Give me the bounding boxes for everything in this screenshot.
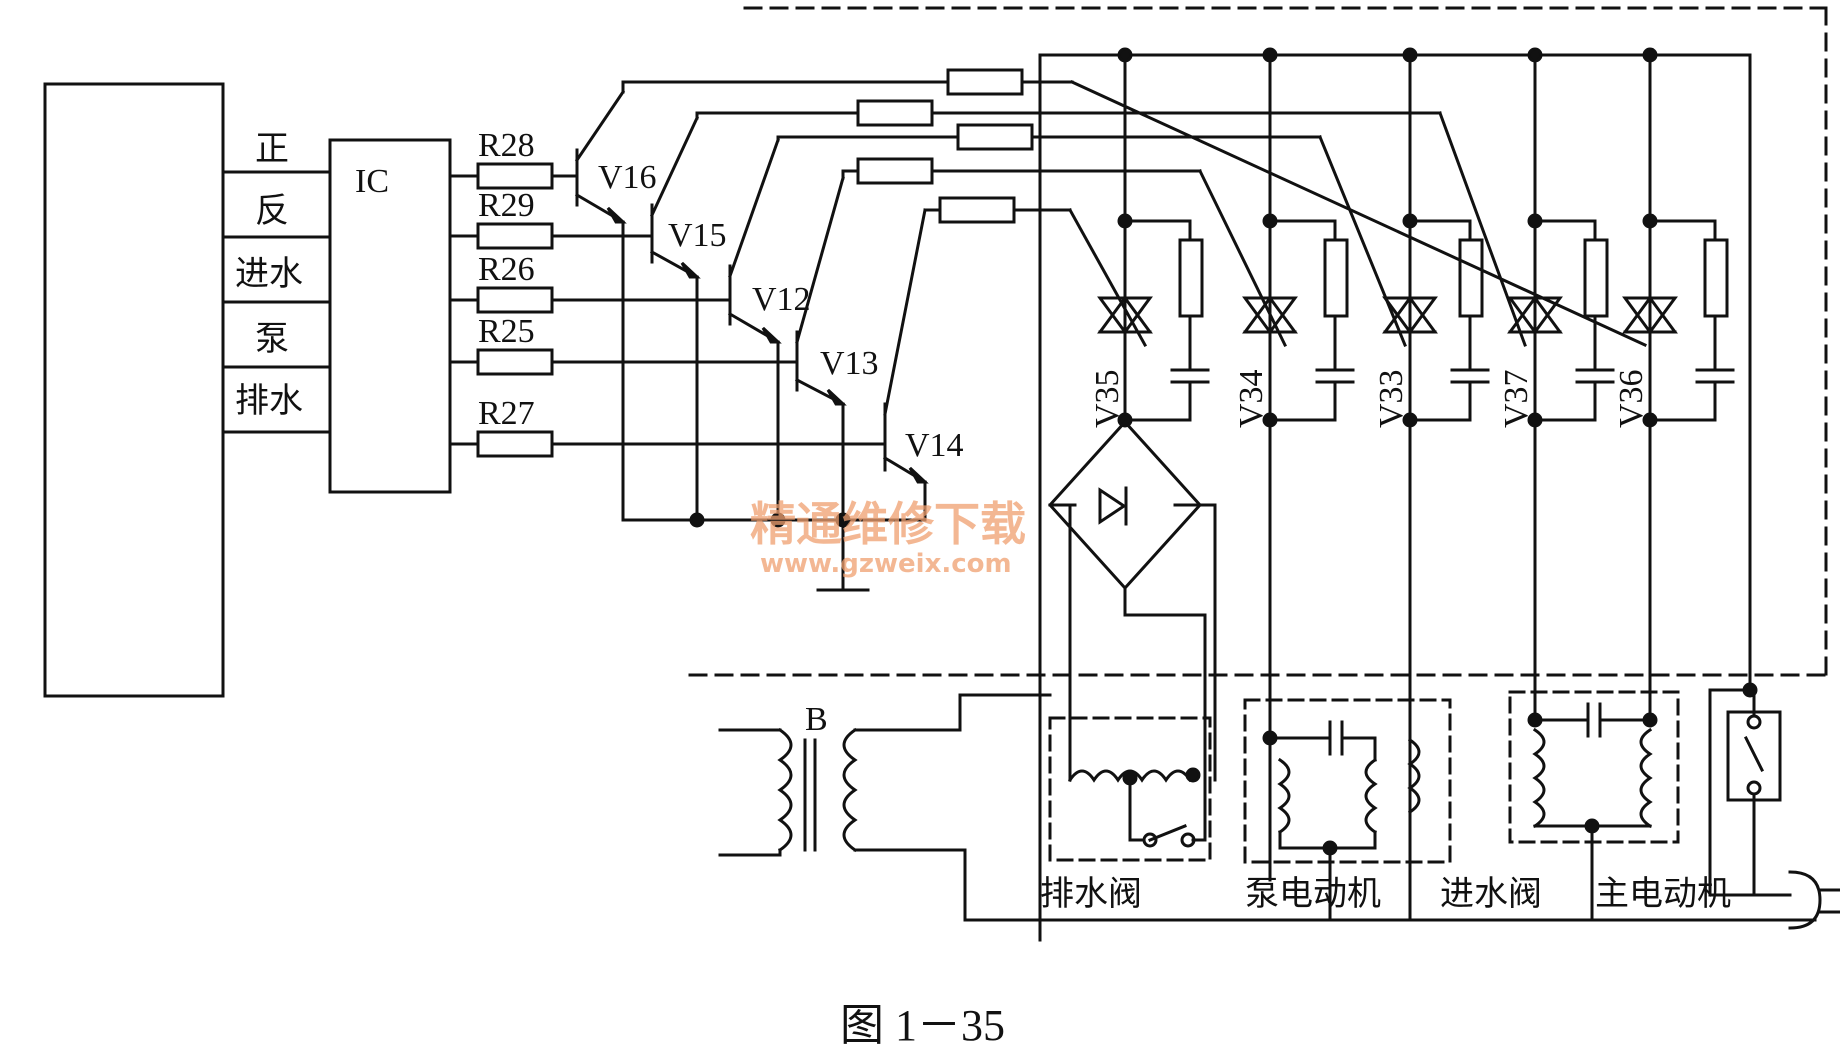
triac-channel-v36 <box>1622 53 1735 722</box>
input-label-pump: 泵 <box>255 319 289 359</box>
power-plug <box>1708 870 1840 930</box>
resistor-label-r26: R26 <box>478 251 535 288</box>
base-resistors <box>448 162 885 458</box>
triac-label-v35: V35 <box>1089 369 1126 428</box>
resistor-label-r27: R27 <box>478 395 535 432</box>
resistor-label-r29: R29 <box>478 187 535 224</box>
input-label-water-in: 进水 <box>235 254 303 294</box>
watermark-title: 精通维修下载 <box>750 497 1026 551</box>
main-motor <box>1508 690 1680 922</box>
transformer <box>718 693 1817 922</box>
triac-channel-v33 <box>1382 53 1490 882</box>
resistor-label-r25: R25 <box>478 313 535 350</box>
input-bus <box>221 170 332 434</box>
transistor-label-v12: V12 <box>752 281 811 318</box>
transistor-v13 <box>794 176 847 407</box>
triac-channel-v35 <box>1097 53 1210 428</box>
ic-block <box>328 138 452 494</box>
inlet-valve-coil <box>1407 737 1421 922</box>
transistor-v12 <box>727 138 782 345</box>
transformer-label: B <box>805 701 828 738</box>
transistor-label-v15: V15 <box>668 217 727 254</box>
triac-label-v33: V33 <box>1373 369 1410 428</box>
watermark-url: www.gzweix.com <box>760 549 1012 579</box>
load-label-drain-valve: 排水阀 <box>1040 874 1142 914</box>
triac-label-v36: V36 <box>1613 369 1650 428</box>
triac-label-v34: V34 <box>1233 369 1270 428</box>
load-label-main-motor: 主电动机 <box>1595 874 1731 914</box>
transistor-v16 <box>574 89 627 225</box>
load-label-inlet-valve: 进水阀 <box>1440 874 1542 914</box>
resistor-label-r28: R28 <box>478 127 535 164</box>
transistor-v14 <box>882 208 929 485</box>
input-label-forward: 正 <box>255 129 289 169</box>
transistor-v15 <box>649 116 701 280</box>
transistor-label-v13: V13 <box>820 345 879 382</box>
drain-valve <box>1048 503 1212 862</box>
triac-channel-v37 <box>1507 53 1615 722</box>
door-switch <box>1708 682 1782 897</box>
ground-return <box>621 220 927 592</box>
figure-caption: 图 1－35 <box>840 1001 1005 1050</box>
transistor-label-v16: V16 <box>598 159 657 196</box>
pump-motor <box>1243 698 1452 922</box>
transistor-label-v14: V14 <box>905 427 964 464</box>
controller-block <box>43 82 225 698</box>
input-label-reverse: 反 <box>255 191 289 231</box>
ic-label: IC <box>355 163 389 200</box>
triac-label-v37: V37 <box>1498 369 1535 428</box>
input-label-drain: 排水 <box>235 381 303 421</box>
bridge-rectifier <box>1047 419 1217 792</box>
collector-wiring <box>621 68 1647 348</box>
control-board-outline <box>688 6 1828 677</box>
load-label-pump-motor: 泵电动机 <box>1245 874 1381 914</box>
